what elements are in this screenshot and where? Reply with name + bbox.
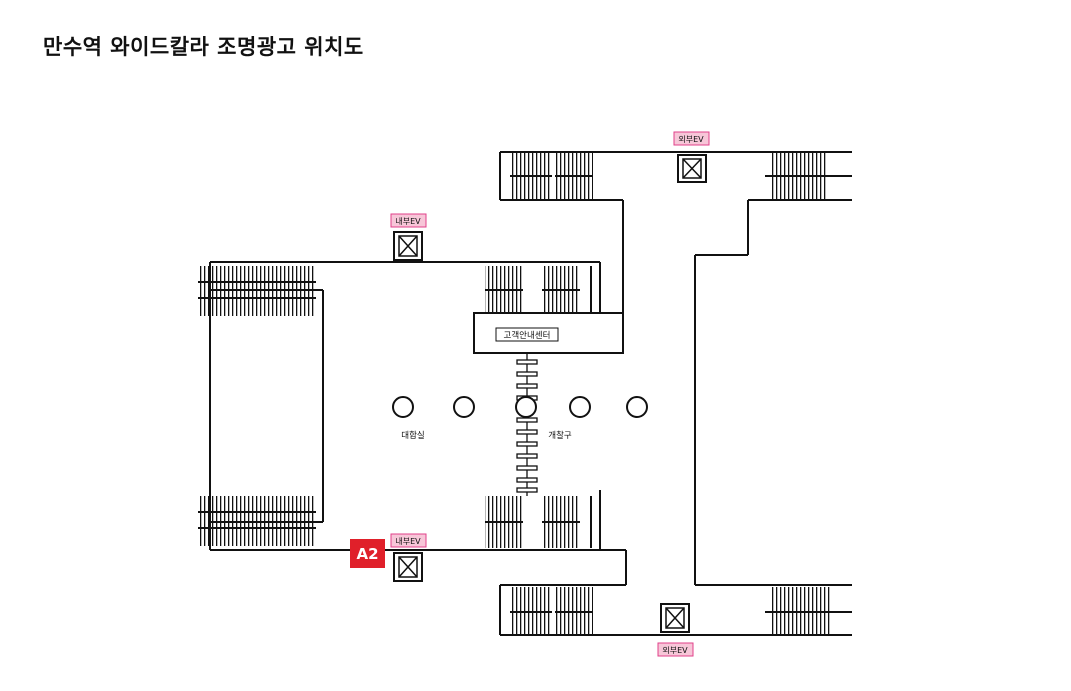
customer-center: 고객안내센터 [473, 312, 624, 354]
pillars [392, 396, 648, 418]
elevator-outer-bottom-label: 외부EV [662, 645, 688, 655]
elevator-outer-top-label: 외부EV [678, 134, 704, 144]
page-title: 만수역 와이드칼라 조명광고 위치도 [43, 35, 364, 59]
customer-center-label: 고객안내센터 [504, 330, 551, 341]
stairs-center-upper [485, 266, 592, 314]
stairs-left-upper [198, 266, 316, 316]
ad-marker-a2-label: A2 [356, 545, 378, 563]
ticket-gate-label: 개찰구 [548, 430, 572, 441]
elevator-inner-bottom: 내부EV [390, 533, 427, 582]
stairs-top-right [765, 152, 852, 200]
elevator-inner-top-label: 내부EV [395, 217, 421, 226]
elevator-inner-top: 내부EV [390, 213, 427, 261]
stairs-bottom-right [765, 587, 852, 635]
waiting-room-label: 대합실 [401, 430, 424, 441]
elevator-inner-bottom-label: 내부EV [395, 537, 421, 546]
stairs-top-left [510, 152, 593, 200]
elevator-outer-bottom: 외부EV [657, 603, 694, 657]
stairs-bottom-left [510, 587, 593, 635]
ad-marker-a2[interactable]: A2 [350, 539, 385, 568]
elevator-outer-top: 외부EV [673, 131, 710, 183]
ticket-gate [516, 353, 538, 496]
walls [209, 151, 852, 636]
stairs-left-lower [198, 496, 316, 546]
stairs-center-lower [485, 496, 592, 548]
